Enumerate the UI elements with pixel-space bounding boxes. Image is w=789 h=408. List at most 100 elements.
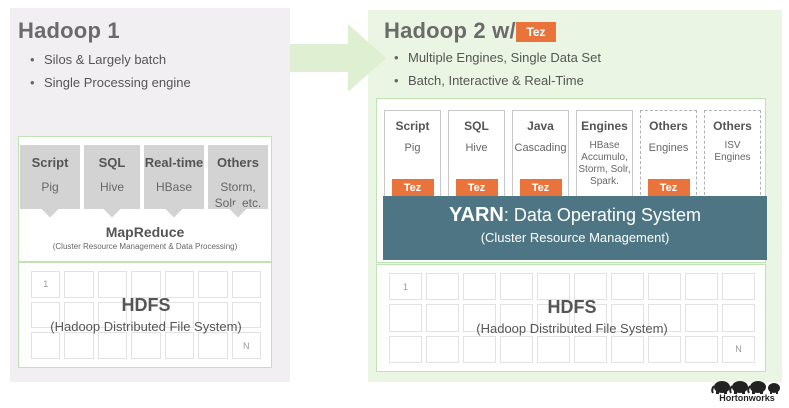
engine-title: Real-time [144, 155, 204, 170]
hdfs-node-cell [64, 271, 94, 298]
hdfs-node-cell [426, 304, 459, 332]
hdfs-node-cell [648, 304, 681, 332]
hdfs-node-cell [574, 304, 607, 332]
engine-title: Script [31, 155, 69, 170]
hdfs-node-cell [611, 335, 644, 363]
hdfs-node-cell: N [231, 332, 261, 359]
hdfs-node-cell [164, 332, 195, 359]
hdfs-node-cell [231, 271, 261, 298]
yarn-subtitle: (Cluster Resource Management) [480, 230, 670, 245]
hdfs-node-cell [164, 271, 195, 298]
hdfs-node-cell [131, 332, 161, 359]
transition-arrow-icon [290, 24, 386, 92]
hdfs-node-cell [64, 301, 94, 329]
yarn-title: YARN: Data Operating System [449, 204, 701, 226]
hdfs-node-cell [685, 273, 718, 301]
hdfs-node-cell [131, 271, 161, 298]
hdfs-node-cell [611, 273, 644, 301]
hdfs-node-cell [722, 273, 755, 301]
hdfs-node-cell: 1 [389, 273, 422, 301]
node-label: N [243, 340, 250, 351]
hdfs-node-cell [463, 335, 496, 363]
hdfs-node-cell [31, 301, 61, 329]
hdfs-node-cell: 1 [31, 271, 61, 298]
hdfs-node-cell [685, 304, 718, 332]
engine-box: SQL Hive [84, 145, 140, 218]
hdfs-node-cell [648, 273, 681, 301]
hdfs-node-cell [231, 301, 261, 329]
engine-title: SQL [464, 119, 489, 133]
hdfs-subtitle: (Hadoop Distributed File System) [476, 321, 668, 336]
hdfs-node-cell [389, 335, 422, 363]
hdfs-node-cell [97, 271, 128, 298]
hdfs-title: HDFS [121, 295, 171, 315]
hdfs-node-cell [389, 304, 422, 332]
hadoop1-bullets: Silos & Largely batch Single Processing … [30, 48, 191, 94]
elephants-logo-icon [711, 381, 780, 394]
bullet-item: Batch, Interactive & Real-Time [394, 69, 601, 92]
hdfs-node-cell [611, 304, 644, 332]
hdfs-node-cell [574, 273, 607, 301]
engine-title: Script [395, 119, 430, 133]
hdfs-node-cell [574, 335, 607, 363]
tez-badge: Tez [391, 179, 434, 196]
hdfs-node-cell [426, 273, 459, 301]
engine-title: Others [713, 119, 752, 133]
engine-title: Engines [581, 119, 628, 133]
mapreduce-subtitle: (Cluster Resource Management & Data Proc… [52, 242, 238, 251]
engine-subtitle: Cascading [514, 142, 567, 154]
hdfs-title: HDFS [547, 297, 597, 317]
engine-subtitle: Pig [404, 142, 421, 154]
engine-title: Java [527, 119, 554, 133]
hdfs-node-cell [685, 335, 718, 363]
engine-subtitle: Hive [99, 180, 124, 194]
hdfs-node-cell [537, 273, 570, 301]
tez-badge: Tez [516, 22, 556, 42]
hdfs-node-cell [537, 335, 570, 363]
hadoop1-title: Hadoop 1 [18, 18, 120, 43]
engine-subtitle: Hive [465, 142, 488, 154]
hdfs-node-cell [500, 273, 533, 301]
hdfs-subtitle: (Hadoop Distributed File System) [50, 319, 242, 334]
hdfs-node-cell [648, 335, 681, 363]
engine-title: Others [649, 119, 688, 133]
hdfs-node-cell [426, 335, 459, 363]
hdfs-node-cell: N [722, 335, 755, 363]
hdfs-node-cell [97, 301, 128, 329]
hadoop2-bullets: Multiple Engines, Single Data Set Batch,… [394, 46, 601, 92]
hdfs-node-cell [31, 332, 61, 359]
hdfs-node-cell [463, 304, 496, 332]
tez-badge: Tez [647, 179, 690, 196]
hdfs-node-cell [500, 304, 533, 332]
engine-title: SQL [98, 155, 126, 170]
bullet-item: Single Processing engine [30, 71, 191, 94]
bullet-item: Silos & Largely batch [30, 48, 191, 71]
node-label: 1 [43, 279, 49, 290]
engine-subtitle: HBase [155, 180, 193, 194]
tez-badge: Tez [455, 179, 498, 196]
yarn-layer: YARN: Data Operating System (Cluster Res… [383, 196, 767, 260]
node-label: 1 [402, 281, 409, 292]
engine-title: Others [217, 155, 259, 170]
hortonworks-logo-text: Hortonworks [719, 393, 775, 403]
hdfs-node-cell [198, 301, 228, 329]
node-label: N [735, 344, 742, 355]
hadoop2-title: Hadoop 2 w/ [384, 18, 516, 43]
bullet-item: Multiple Engines, Single Data Set [394, 46, 601, 69]
hdfs-node-cell [164, 301, 195, 329]
hdfs-node-cell [463, 273, 496, 301]
hdfs-node-cell [97, 332, 128, 359]
tez-badge: Tez [519, 179, 562, 196]
engine-subtitle: Engines [648, 142, 689, 154]
